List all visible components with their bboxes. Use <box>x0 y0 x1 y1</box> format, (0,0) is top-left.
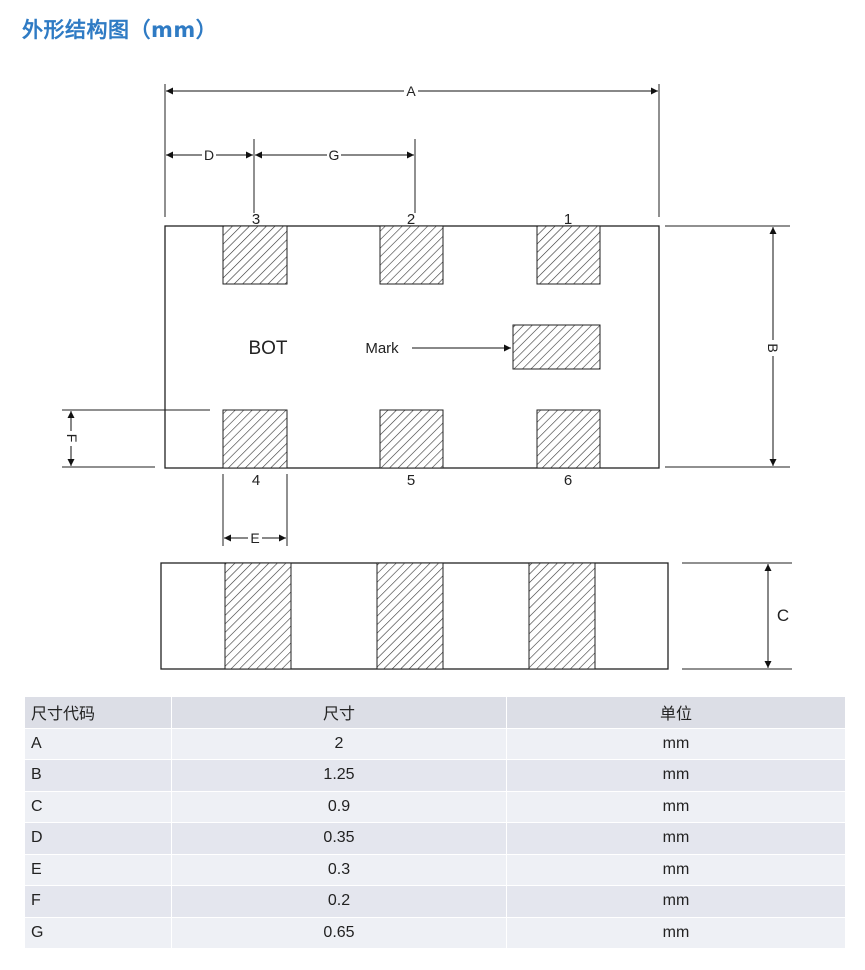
cell-unit: mm <box>506 916 846 949</box>
dimension-label-b: B <box>765 343 781 352</box>
cell-code: C <box>24 790 172 823</box>
cell-value: 0.35 <box>171 822 507 855</box>
cell-unit: mm <box>506 853 846 886</box>
bot-label: BOT <box>248 338 287 359</box>
mark-pad <box>512 324 601 370</box>
cell-unit: mm <box>506 727 846 760</box>
cell-code: F <box>24 885 172 918</box>
dimension-label-c: C <box>777 606 789 625</box>
pad-6 <box>536 409 601 469</box>
dimension-label-f: F <box>64 434 80 443</box>
side-terminal-left <box>224 562 292 670</box>
cell-unit: mm <box>506 885 846 918</box>
table-header-row: 尺寸代码 尺寸 单位 <box>24 696 846 729</box>
dimension-label-g: G <box>329 147 340 163</box>
column-header-size: 尺寸 <box>171 696 507 729</box>
pin-number-3: 3 <box>252 211 260 228</box>
pad-5 <box>379 409 444 469</box>
cell-unit: mm <box>506 790 846 823</box>
side-terminal-middle <box>376 562 444 670</box>
pad-4 <box>222 409 288 469</box>
package-outline-diagram: 3 2 1 4 5 6 BOT Mark A D G B F E C <box>62 83 792 670</box>
dimension-label-a: A <box>406 83 416 99</box>
cell-value: 0.3 <box>171 853 507 886</box>
pin-number-2: 2 <box>407 211 415 228</box>
cell-code: D <box>24 822 172 855</box>
cell-value: 0.2 <box>171 885 507 918</box>
cell-unit: mm <box>506 759 846 792</box>
cell-value: 1.25 <box>171 759 507 792</box>
column-header-unit: 单位 <box>506 696 846 729</box>
cell-value: 0.9 <box>171 790 507 823</box>
cell-code: G <box>24 916 172 949</box>
pad-1 <box>536 225 601 285</box>
dimension-label-d: D <box>204 147 214 163</box>
pin-number-4: 4 <box>252 472 260 489</box>
pin-number-6: 6 <box>564 472 572 489</box>
dimension-label-e: E <box>250 530 259 546</box>
side-terminal-right <box>528 562 596 670</box>
cell-value: 2 <box>171 727 507 760</box>
cell-value: 0.65 <box>171 916 507 949</box>
mark-label: Mark <box>365 340 399 357</box>
cell-code: A <box>24 727 172 760</box>
pin-number-5: 5 <box>407 472 415 489</box>
pad-3 <box>222 225 288 285</box>
pin-number-1: 1 <box>564 211 572 228</box>
cell-unit: mm <box>506 822 846 855</box>
column-header-code: 尺寸代码 <box>24 696 172 729</box>
cell-code: E <box>24 853 172 886</box>
page-title: 外形结构图（mm） <box>22 18 218 42</box>
pad-2 <box>379 225 444 285</box>
cell-code: B <box>24 759 172 792</box>
